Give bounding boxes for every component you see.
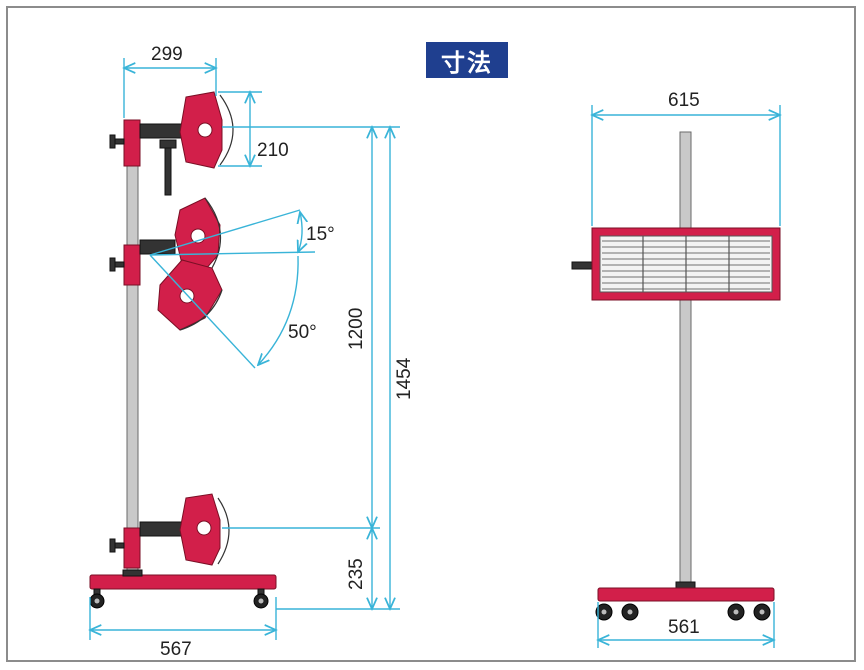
- dim-total-height: 1454: [394, 357, 415, 400]
- dim-travel: 1200: [346, 308, 367, 350]
- title-badge: 寸法: [426, 42, 508, 78]
- dim-tilt-up: 15°: [306, 224, 335, 245]
- front-view: 615 561: [571, 90, 781, 648]
- side-clamp-low: [123, 527, 141, 569]
- dim-base-length: 567: [160, 639, 192, 660]
- front-lamp: [571, 227, 781, 301]
- dim-lamp-height: 210: [257, 140, 289, 161]
- front-wheels: [595, 603, 771, 621]
- side-lamp-low: [139, 493, 230, 566]
- dim-lamp-width: 615: [668, 90, 700, 111]
- side-wheels: [89, 588, 269, 609]
- dim-base-width: 561: [668, 617, 700, 638]
- side-lamp-top: [139, 91, 234, 196]
- front-base: [597, 587, 775, 602]
- side-clamp-mid: [123, 244, 141, 286]
- front-pole: [679, 131, 692, 588]
- dim-min-height: 235: [346, 558, 367, 590]
- side-base: [89, 574, 277, 590]
- side-pole: [126, 119, 139, 577]
- dim-lamp-depth: 299: [151, 44, 183, 65]
- side-view: 299 210 15° 50° 1200 1454 235 567: [90, 44, 415, 660]
- side-lamp-mid-down: [157, 259, 223, 331]
- dim-tilt-down: 50°: [288, 322, 317, 343]
- side-lamp-mid: [139, 197, 222, 271]
- side-clamp-top: [123, 119, 141, 167]
